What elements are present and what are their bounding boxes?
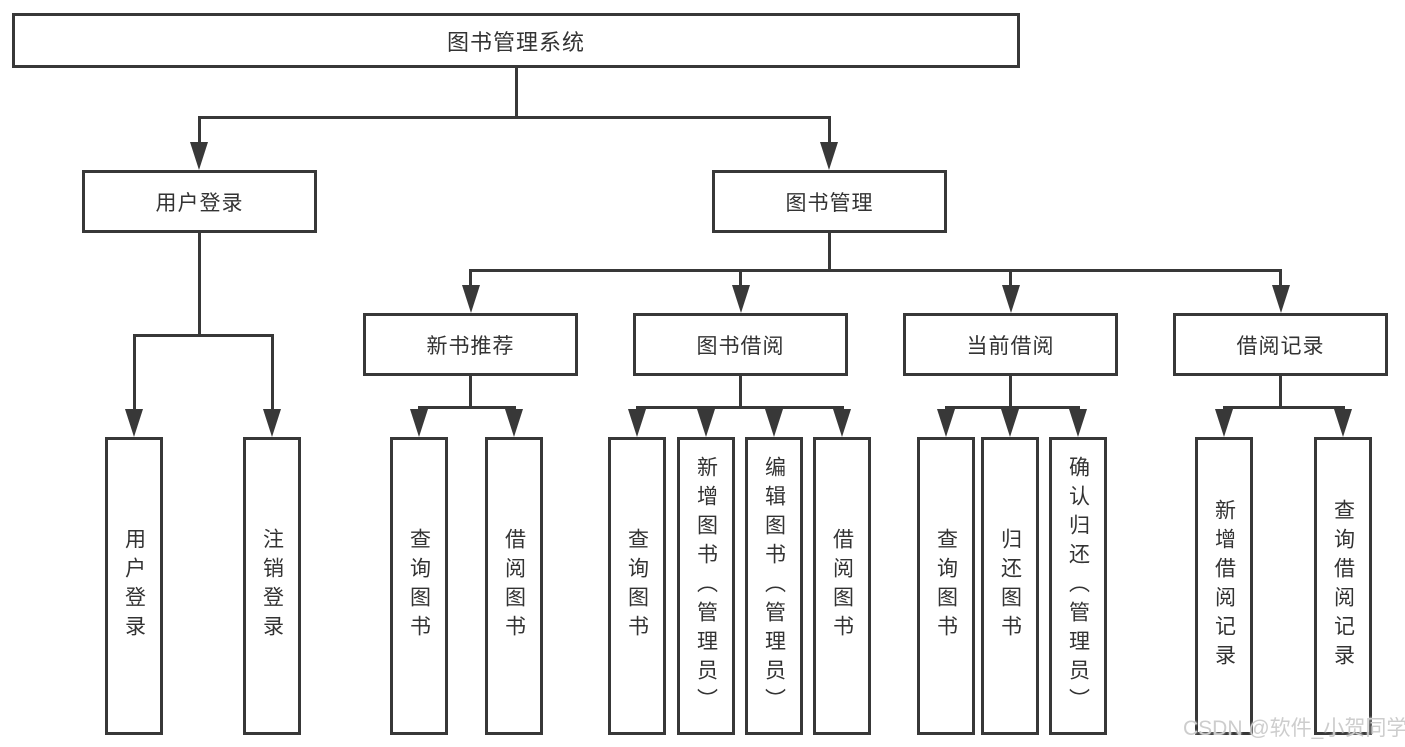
- node-book-management: 图书管理: [712, 170, 947, 233]
- leaf-borrow-books-recommend: 借阅图书: [485, 437, 543, 735]
- arrowhead-down-icon: [1069, 409, 1087, 437]
- node-new-book-recommend: 新书推荐: [363, 313, 578, 376]
- node-root-system: 图书管理系统: [12, 13, 1020, 68]
- arrowhead-down-icon: [190, 142, 208, 170]
- connector-line: [514, 68, 518, 118]
- connector-line: [197, 116, 831, 119]
- leaf-query-books-borrow: 查询图书: [608, 437, 666, 735]
- connector-line: [635, 406, 844, 409]
- connector-line: [469, 269, 1282, 272]
- connector-line: [1222, 406, 1345, 409]
- arrowhead-down-icon: [765, 409, 783, 437]
- leaf-borrow-books: 借阅图书: [813, 437, 871, 735]
- arrowhead-down-icon: [263, 409, 281, 437]
- leaf-query-borrow-record: 查询借阅记录: [1314, 437, 1372, 735]
- arrowhead-down-icon: [125, 409, 143, 437]
- connector-line: [1009, 376, 1012, 409]
- arrowhead-down-icon: [1001, 285, 1020, 313]
- arrowhead-down-icon: [1215, 409, 1233, 437]
- connector-line: [1279, 269, 1282, 288]
- arrowhead-down-icon: [697, 409, 715, 437]
- arrowhead-down-icon: [410, 409, 428, 437]
- connector-line: [132, 334, 274, 337]
- arrowhead-down-icon: [1271, 285, 1290, 313]
- arrowhead-down-icon: [1001, 409, 1019, 437]
- arrowhead-down-icon: [1334, 409, 1352, 437]
- leaf-query-books-current: 查询图书: [917, 437, 975, 735]
- arrowhead-down-icon: [731, 285, 750, 313]
- connector-line: [1009, 269, 1012, 288]
- arrowhead-down-icon: [833, 409, 851, 437]
- connector-line: [944, 406, 1080, 409]
- leaf-user-login: 用户登录: [105, 437, 163, 735]
- csdn-watermark: CSDN @软件_小贺同学: [1183, 717, 1405, 740]
- connector-line: [198, 233, 201, 337]
- connector-line: [1279, 376, 1282, 409]
- leaf-edit-books-admin: 编辑图书（管理员）: [745, 437, 803, 735]
- leaf-add-books-admin: 新增图书（管理员）: [677, 437, 735, 735]
- connector-line: [827, 116, 831, 144]
- leaf-confirm-return-admin: 确认归还（管理员）: [1049, 437, 1107, 735]
- node-user-login: 用户登录: [82, 170, 317, 233]
- arrowhead-down-icon: [820, 142, 838, 170]
- connector-line: [270, 334, 274, 411]
- node-current-borrow: 当前借阅: [903, 313, 1118, 376]
- node-borrow-records: 借阅记录: [1173, 313, 1388, 376]
- connector-line: [469, 269, 472, 288]
- node-book-borrow: 图书借阅: [633, 313, 848, 376]
- connector-line: [827, 233, 831, 272]
- connector-line: [417, 406, 516, 409]
- arrowhead-down-icon: [505, 409, 523, 437]
- connector-line: [739, 269, 742, 288]
- arrowhead-down-icon: [937, 409, 955, 437]
- arrowhead-down-icon: [628, 409, 646, 437]
- leaf-add-borrow-record: 新增借阅记录: [1195, 437, 1253, 735]
- leaf-logout: 注销登录: [243, 437, 301, 735]
- leaf-query-books-recommend: 查询图书: [390, 437, 448, 735]
- arrowhead-down-icon: [461, 285, 480, 313]
- leaf-return-books: 归还图书: [981, 437, 1039, 735]
- connector-line: [132, 334, 136, 411]
- connector-line: [197, 116, 201, 144]
- connector-line: [739, 376, 742, 409]
- connector-line: [469, 376, 472, 409]
